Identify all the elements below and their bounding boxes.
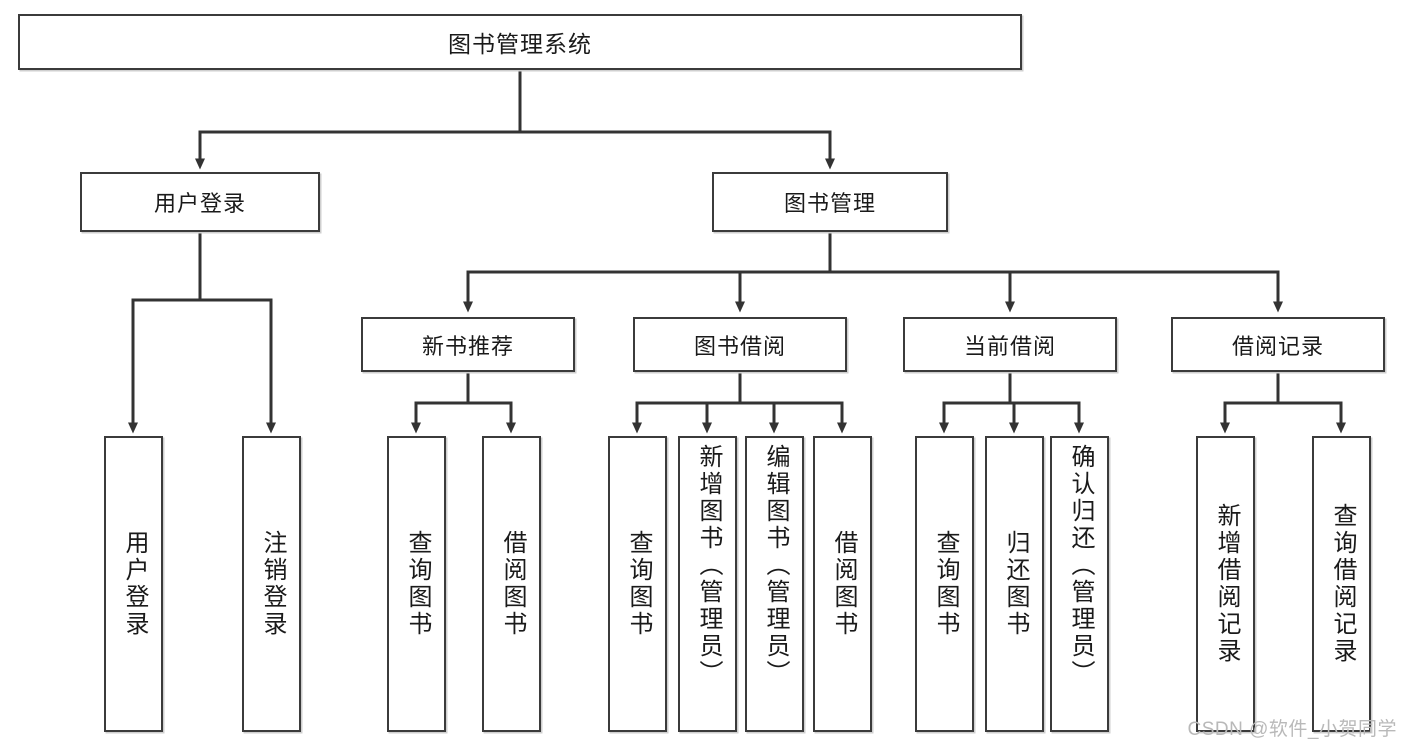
node-root[interactable]: 图书管理系统 [18, 14, 1022, 70]
node-leaf-borrow-book-2-label: 借阅图书 [829, 530, 857, 638]
node-leaf-add-book-admin[interactable]: 新增图书（管理员） [678, 436, 737, 732]
node-leaf-query-book-1[interactable]: 查询图书 [387, 436, 446, 732]
node-leaf-user-login[interactable]: 用户登录 [104, 436, 163, 732]
node-leaf-edit-book-admin-label: 编辑图书（管理员） [761, 444, 789, 687]
node-leaf-logout[interactable]: 注销登录 [242, 436, 301, 732]
node-user-login-label: 用户登录 [153, 191, 246, 216]
node-leaf-query-borrow-record-label: 查询借阅记录 [1328, 503, 1356, 665]
node-borrow-records[interactable]: 借阅记录 [1171, 317, 1385, 372]
node-root-label: 图书管理系统 [448, 31, 592, 57]
node-leaf-query-book-2[interactable]: 查询图书 [608, 436, 667, 732]
node-leaf-query-book-3[interactable]: 查询图书 [915, 436, 974, 732]
node-leaf-query-book-2-label: 查询图书 [624, 530, 652, 638]
node-leaf-add-book-admin-label: 新增图书（管理员） [694, 444, 722, 687]
node-user-login[interactable]: 用户登录 [80, 172, 320, 232]
node-book-management[interactable]: 图书管理 [712, 172, 948, 232]
node-book-borrow-label: 图书借阅 [693, 333, 786, 359]
node-leaf-return-book-label: 归还图书 [1001, 530, 1029, 638]
node-book-management-label: 图书管理 [783, 191, 876, 216]
node-leaf-return-book[interactable]: 归还图书 [985, 436, 1044, 732]
node-leaf-confirm-return-admin-label: 确认归还（管理员） [1066, 444, 1094, 687]
node-new-book-recommend-label: 新书推荐 [421, 333, 514, 359]
node-leaf-confirm-return-admin[interactable]: 确认归还（管理员） [1050, 436, 1109, 732]
node-leaf-add-borrow-record-label: 新增借阅记录 [1212, 503, 1240, 665]
node-book-borrow[interactable]: 图书借阅 [633, 317, 847, 372]
node-leaf-borrow-book-1-label: 借阅图书 [498, 530, 526, 638]
node-leaf-borrow-book-2[interactable]: 借阅图书 [813, 436, 872, 732]
node-new-book-recommend[interactable]: 新书推荐 [361, 317, 575, 372]
node-leaf-query-borrow-record[interactable]: 查询借阅记录 [1312, 436, 1371, 732]
node-leaf-query-book-1-label: 查询图书 [403, 530, 431, 638]
node-current-borrow[interactable]: 当前借阅 [903, 317, 1117, 372]
node-leaf-edit-book-admin[interactable]: 编辑图书（管理员） [745, 436, 804, 732]
node-borrow-records-label: 借阅记录 [1231, 333, 1324, 359]
node-leaf-user-login-label: 用户登录 [120, 530, 148, 638]
node-current-borrow-label: 当前借阅 [963, 333, 1056, 359]
node-leaf-borrow-book-1[interactable]: 借阅图书 [482, 436, 541, 732]
node-leaf-logout-label: 注销登录 [258, 530, 286, 638]
node-leaf-query-book-3-label: 查询图书 [931, 530, 959, 638]
watermark-text: CSDN @软件_小贺同学 [1187, 719, 1397, 740]
node-leaf-add-borrow-record[interactable]: 新增借阅记录 [1196, 436, 1255, 732]
